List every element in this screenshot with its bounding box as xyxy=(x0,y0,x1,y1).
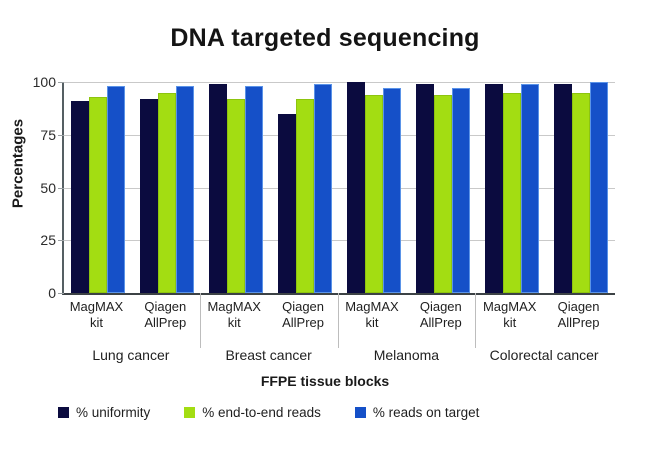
bar-group xyxy=(346,82,401,293)
y-tick-50 xyxy=(58,187,64,189)
bar xyxy=(278,113,297,293)
bar-group xyxy=(484,82,539,293)
gridline-25 xyxy=(64,240,615,242)
bar xyxy=(314,84,333,293)
legend-item[interactable]: % uniformity xyxy=(58,405,150,420)
x-group-label: Breast cancer xyxy=(225,347,312,363)
y-tick-75 xyxy=(58,134,64,136)
legend-swatch-icon xyxy=(58,407,69,418)
legend-label: % uniformity xyxy=(76,405,151,420)
y-tick-25 xyxy=(58,240,64,242)
x-axis-title: FFPE tissue blocks xyxy=(260,373,390,389)
kit-label-line1: Qiagen xyxy=(557,299,600,314)
kit-label-line2: kit xyxy=(89,315,103,330)
bar-group xyxy=(278,82,333,293)
legend-item[interactable]: % end-to-end reads xyxy=(184,405,321,420)
kit-label-line1: MagMAX xyxy=(345,299,399,314)
legend-item[interactable]: % reads on target xyxy=(354,405,480,420)
bar xyxy=(209,84,228,293)
bar xyxy=(484,84,503,293)
bar xyxy=(89,96,108,293)
chart-legend: % uniformity % end-to-end reads % reads on… xyxy=(58,405,479,420)
bar xyxy=(571,92,590,293)
kit-label-line2: kit xyxy=(227,315,241,330)
bar xyxy=(346,82,365,293)
bar xyxy=(227,98,246,293)
bar xyxy=(296,98,315,293)
kit-label-line1: Qiagen xyxy=(144,299,187,314)
x-group-label: Melanoma xyxy=(373,347,440,363)
bar-group xyxy=(553,82,608,293)
gridline-100 xyxy=(64,82,615,83)
bar xyxy=(589,82,608,293)
kit-label-line1: Qiagen xyxy=(419,299,462,314)
bar xyxy=(158,92,177,293)
bar xyxy=(433,94,452,293)
y-tick-label-100: 100 xyxy=(32,74,56,90)
gridline-50 xyxy=(64,187,615,189)
bar xyxy=(245,86,264,293)
chart-title: DNA targeted sequencing xyxy=(170,24,480,52)
y-tick-label-75: 75 xyxy=(40,126,56,143)
y-tick-0 xyxy=(58,293,64,294)
legend-swatch-icon xyxy=(184,407,196,418)
kit-label-line1: MagMAX xyxy=(69,299,124,314)
bar xyxy=(502,92,521,293)
kit-label-line2: AllPrep xyxy=(282,315,325,330)
kit-label-line1: MagMAX xyxy=(482,299,537,314)
bar xyxy=(71,101,90,293)
bar xyxy=(140,98,159,293)
kit-label-line1: Qiagen xyxy=(282,299,325,314)
plot-area xyxy=(58,82,615,295)
y-tick-label-25: 25 xyxy=(40,232,56,249)
bar xyxy=(176,86,195,293)
group-separator xyxy=(337,293,339,348)
bar xyxy=(107,86,126,293)
group-separator xyxy=(199,293,201,348)
y-tick-100 xyxy=(58,82,64,83)
bar xyxy=(415,84,434,293)
bar xyxy=(364,94,383,293)
group-separator xyxy=(475,293,477,348)
y-tick-label-50: 50 xyxy=(40,179,56,196)
legend-swatch-icon xyxy=(354,407,366,418)
kit-label-line2: AllPrep xyxy=(557,315,600,330)
kit-label-line2: AllPrep xyxy=(144,315,187,330)
gridline-75 xyxy=(64,134,615,136)
bar-group xyxy=(415,82,470,293)
kit-label-line2: kit xyxy=(503,315,517,330)
y-tick-label-0: 0 xyxy=(48,285,56,301)
bar-group xyxy=(71,82,126,293)
kit-label-line2: kit xyxy=(365,315,379,330)
bar xyxy=(520,84,539,293)
bar-group xyxy=(209,82,264,293)
bar xyxy=(451,88,470,293)
x-group-label: Colorectal cancer xyxy=(489,347,599,363)
legend-label: % reads on target xyxy=(372,405,480,420)
bar xyxy=(553,84,572,293)
legend-label: % end-to-end reads xyxy=(202,405,321,420)
x-group-label: Lung cancer xyxy=(92,347,170,363)
kit-label-line1: MagMAX xyxy=(207,299,261,314)
kit-label-line2: AllPrep xyxy=(419,315,462,330)
bar xyxy=(382,88,401,293)
bar-group xyxy=(140,82,195,293)
y-axis-tick-labels: 0 25 50 75 100 xyxy=(0,74,56,301)
